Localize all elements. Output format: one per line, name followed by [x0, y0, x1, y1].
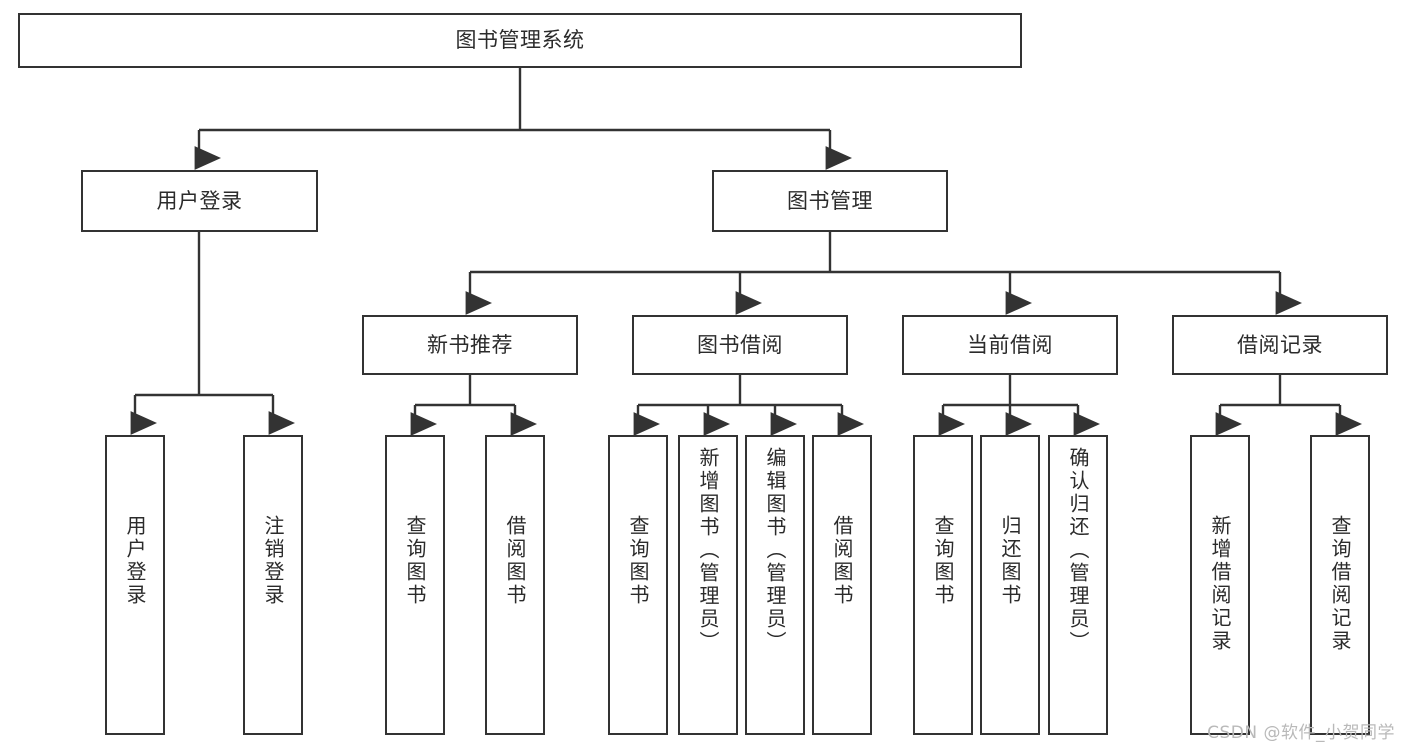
node-book-borrow[interactable]: 图书借阅: [632, 315, 848, 375]
leaf-query-borrow-record-label: 查询借阅记录: [1328, 515, 1352, 653]
leaf-user-login-label: 用户登录: [123, 515, 147, 607]
node-user-login[interactable]: 用户登录: [81, 170, 318, 232]
node-user-login-label: 用户登录: [156, 188, 243, 213]
leaf-edit-book-admin-label: 编辑图书（管理员）: [763, 447, 787, 654]
node-current-borrow[interactable]: 当前借阅: [902, 315, 1118, 375]
node-borrow-record-label: 借阅记录: [1237, 332, 1323, 357]
leaf-query-book-recommend[interactable]: 查询图书: [385, 435, 445, 735]
leaf-add-book-admin-label: 新增图书（管理员）: [696, 447, 720, 654]
node-new-book-recommend-label: 新书推荐: [427, 332, 513, 357]
leaf-add-book-admin[interactable]: 新增图书（管理员）: [678, 435, 738, 735]
leaf-confirm-return-admin[interactable]: 确认归还（管理员）: [1048, 435, 1108, 735]
node-root-label: 图书管理系统: [455, 28, 585, 53]
leaf-edit-book-admin[interactable]: 编辑图书（管理员）: [745, 435, 805, 735]
node-book-management-label: 图书管理: [787, 188, 873, 213]
node-root[interactable]: 图书管理系统: [18, 13, 1022, 68]
node-current-borrow-label: 当前借阅: [967, 332, 1053, 357]
leaf-query-book-current[interactable]: 查询图书: [913, 435, 973, 735]
leaf-query-book-borrow-label: 查询图书: [626, 515, 650, 607]
leaf-borrow-book[interactable]: 借阅图书: [812, 435, 872, 735]
leaf-return-book-label: 归还图书: [998, 515, 1022, 607]
leaf-add-borrow-record-label: 新增借阅记录: [1208, 515, 1232, 653]
leaf-query-book-borrow[interactable]: 查询图书: [608, 435, 668, 735]
node-borrow-record[interactable]: 借阅记录: [1172, 315, 1388, 375]
leaf-return-book[interactable]: 归还图书: [980, 435, 1040, 735]
node-book-borrow-label: 图书借阅: [697, 332, 783, 357]
leaf-user-logout[interactable]: 注销登录: [243, 435, 303, 735]
leaf-borrow-book-recommend-label: 借阅图书: [503, 515, 527, 607]
leaf-confirm-return-admin-label: 确认归还（管理员）: [1066, 447, 1090, 654]
leaf-borrow-book-label: 借阅图书: [830, 515, 854, 607]
leaf-query-book-current-label: 查询图书: [931, 515, 955, 607]
leaf-add-borrow-record[interactable]: 新增借阅记录: [1190, 435, 1250, 735]
leaf-borrow-book-recommend[interactable]: 借阅图书: [485, 435, 545, 735]
leaf-query-book-recommend-label: 查询图书: [403, 515, 427, 607]
watermark: CSDN @软件_小贺同学: [1207, 723, 1395, 743]
leaf-user-logout-label: 注销登录: [261, 515, 285, 607]
leaf-query-borrow-record[interactable]: 查询借阅记录: [1310, 435, 1370, 735]
leaf-user-login[interactable]: 用户登录: [105, 435, 165, 735]
node-book-management[interactable]: 图书管理: [712, 170, 948, 232]
node-new-book-recommend[interactable]: 新书推荐: [362, 315, 578, 375]
